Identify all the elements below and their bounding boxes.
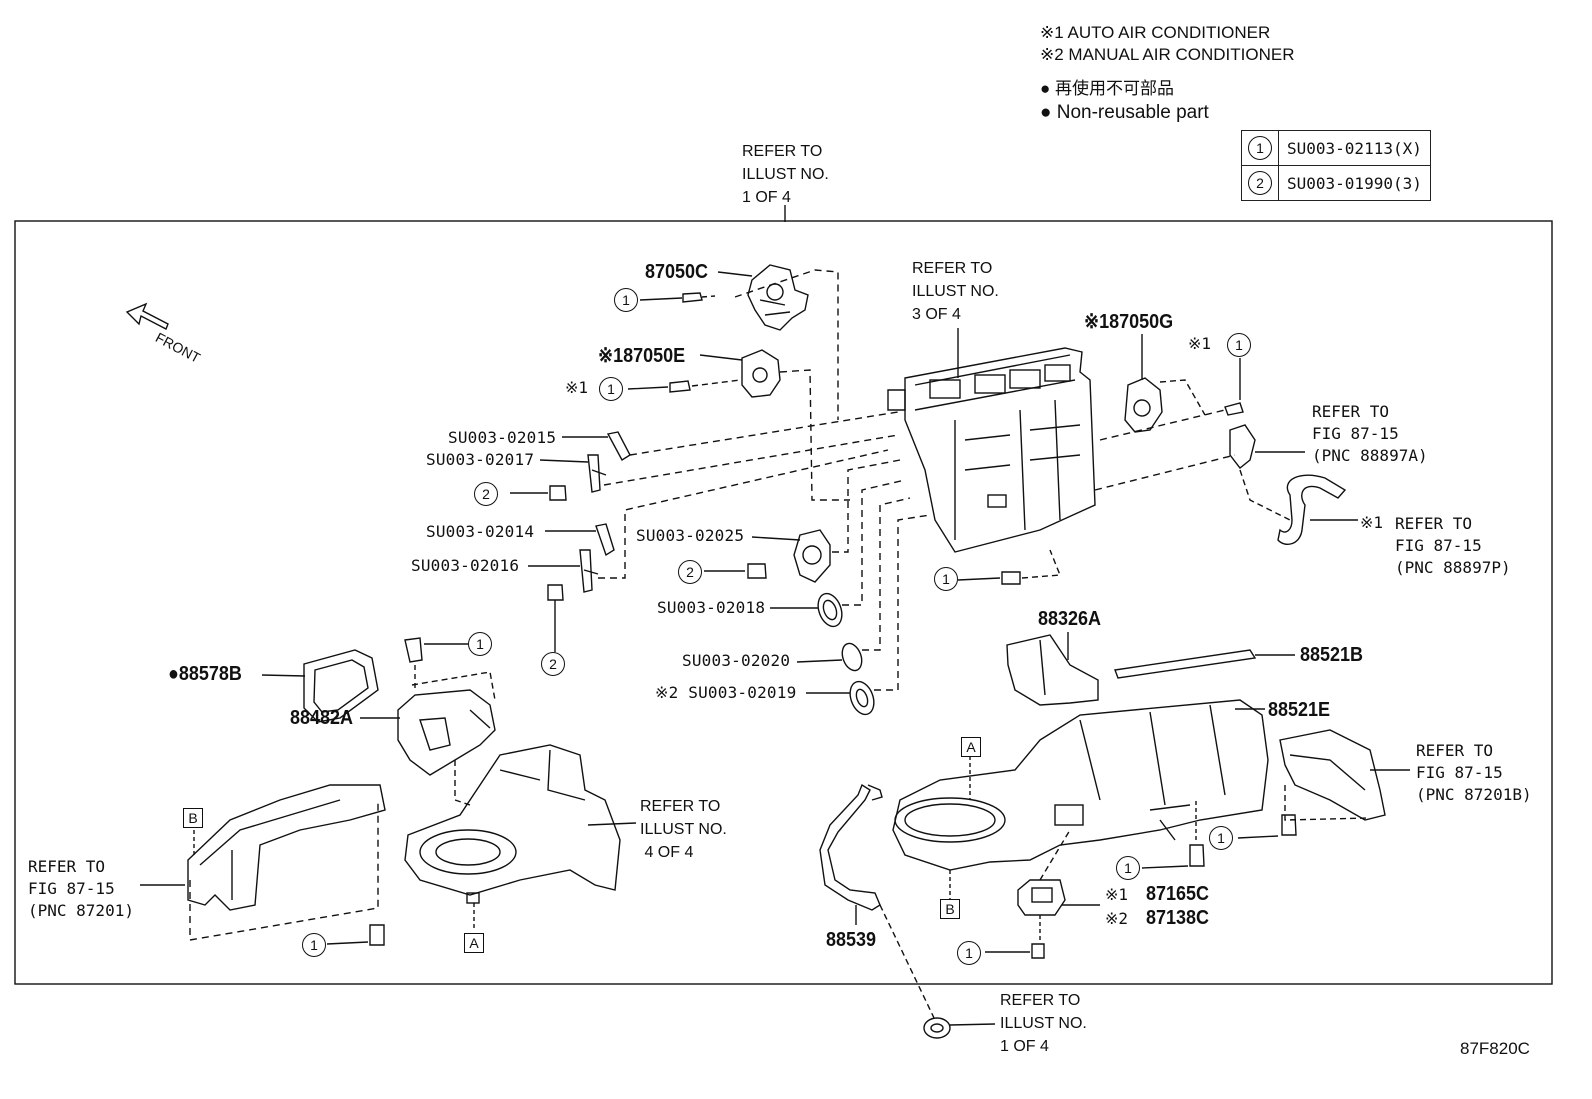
lower-case-88521e <box>892 699 1269 871</box>
sensor-87165c <box>1017 879 1066 916</box>
refer-fig-88897p: REFER TO FIG 87-15 (PNC 88897P) <box>1395 514 1511 577</box>
front-arrow <box>125 302 169 330</box>
legend-row: 1 SU003-02113(X) <box>1241 130 1431 166</box>
part-su003-02019: ※2 SU003-02019 <box>655 683 797 702</box>
callout-screw-1: 1 <box>614 288 638 312</box>
actuator-87050c <box>747 264 809 331</box>
gear-02018 <box>817 592 843 628</box>
callout-screw-1: 1 <box>1209 826 1233 850</box>
gasket-88578b <box>303 649 379 723</box>
grommet-bottom <box>923 1017 951 1039</box>
legend-code: SU003-02113(X) <box>1278 130 1431 166</box>
connection-mark-a: A <box>464 933 484 953</box>
refer-illust-1of4-bottom: REFER TO ILLUST NO. 1 OF 4 <box>1000 992 1087 1055</box>
callout-screw-1: 1 <box>957 941 981 965</box>
part-88521b: 88521B <box>1300 644 1364 666</box>
duct-87201 <box>187 784 386 911</box>
duct-88482a <box>397 689 496 776</box>
cam-02025 <box>793 529 831 583</box>
note-nonreusable-en: ● Non-reusable part <box>1040 102 1209 123</box>
refer-illust-1of4-top: REFER TO ILLUST NO. 1 OF 4 <box>742 143 829 206</box>
connection-mark-b: B <box>940 899 960 919</box>
connection-mark-a: A <box>961 737 981 757</box>
actuator-87050g <box>1124 377 1163 433</box>
part-su003-02017: SU003-02017 <box>426 450 535 469</box>
part-87050g: ※187050G <box>1084 311 1174 333</box>
legend-number: 1 <box>1248 136 1272 160</box>
gear-02019 <box>849 680 875 716</box>
part-87050e: ※187050E <box>598 345 686 367</box>
mark-manual: ※2 <box>1105 909 1129 928</box>
callout-screw-1: 1 <box>599 377 623 401</box>
connection-mark-b: B <box>183 808 203 828</box>
refer-illust-4of4: REFER TO ILLUST NO. 4 OF 4 <box>640 798 727 861</box>
part-su003-02020: SU003-02020 <box>682 651 791 670</box>
note-auto-ac: ※1 AUTO AIR CONDITIONER <box>1040 23 1271 42</box>
callout-screw-1: 1 <box>468 632 492 656</box>
callout-screw-2: 2 <box>541 652 565 676</box>
mark-auto: ※1 <box>1188 334 1212 353</box>
part-87050c: 87050C <box>645 261 709 283</box>
part-87138c: 87138C <box>1146 907 1210 929</box>
drain-hose-88539 <box>819 783 883 911</box>
hose-88897p <box>1277 474 1347 546</box>
gear-02020 <box>841 642 863 672</box>
part-88521e: 88521E <box>1268 699 1331 721</box>
heater-case <box>887 347 1096 553</box>
note-manual-ac: ※2 MANUAL AIR CONDITIONER <box>1040 45 1295 64</box>
callout-screw-1: 1 <box>302 933 326 957</box>
legend-code: SU003-01990(3) <box>1278 165 1431 201</box>
screw-legend-table: 1 SU003-02113(X) 2 SU003-01990(3) <box>1241 130 1431 201</box>
mark-auto: ※1 <box>1105 885 1129 904</box>
refer-fig-87201: REFER TO FIG 87-15 (PNC 87201) <box>28 857 134 920</box>
part-su003-02018: SU003-02018 <box>657 598 766 617</box>
part-su003-02016: SU003-02016 <box>411 556 520 575</box>
callout-screw-1: 1 <box>1116 856 1140 880</box>
lever-02016 <box>579 549 599 593</box>
lever-02014 <box>595 523 615 557</box>
callout-screw-2: 2 <box>678 560 702 584</box>
mark-auto: ※1 <box>1360 513 1384 532</box>
refer-fig-88897a: REFER TO FIG 87-15 (PNC 88897A) <box>1312 402 1428 465</box>
lever-02015 <box>606 431 631 461</box>
seal-strip-88521b <box>1114 649 1257 679</box>
refer-illust-3of4: REFER TO ILLUST NO. 3 OF 4 <box>912 260 999 323</box>
part-88539: 88539 <box>826 929 877 951</box>
part-su003-02014: SU003-02014 <box>426 522 535 541</box>
diagram-frame <box>14 220 1553 985</box>
part-87165c: 87165C <box>1146 883 1210 905</box>
figure-code: 87F820C <box>1460 1039 1530 1058</box>
legend-number: 2 <box>1248 171 1272 195</box>
callout-screw-2: 2 <box>474 482 498 506</box>
part-88578b: ●88578B <box>168 663 242 685</box>
lever-02017 <box>587 454 607 493</box>
refer-fig-87201b: REFER TO FIG 87-15 (PNC 87201B) <box>1416 741 1532 804</box>
callout-screw-1: 1 <box>934 567 958 591</box>
actuator-87050e <box>741 349 781 398</box>
part-88326a: 88326A <box>1038 608 1102 630</box>
connector-88897a <box>1229 424 1256 469</box>
part-88482a: 88482A <box>290 707 354 729</box>
duct-87201b <box>1279 729 1386 821</box>
legend-row: 2 SU003-01990(3) <box>1241 165 1431 201</box>
part-su003-02025: SU003-02025 <box>636 526 745 545</box>
duct-88326a <box>1006 634 1099 706</box>
callout-screw-1: 1 <box>1227 333 1251 357</box>
part-su003-02015: SU003-02015 <box>448 428 557 447</box>
blower-housing <box>404 744 621 904</box>
note-nonreusable-jp: ● 再使用不可部品 <box>1040 79 1174 98</box>
mark-auto: ※1 <box>565 378 589 397</box>
